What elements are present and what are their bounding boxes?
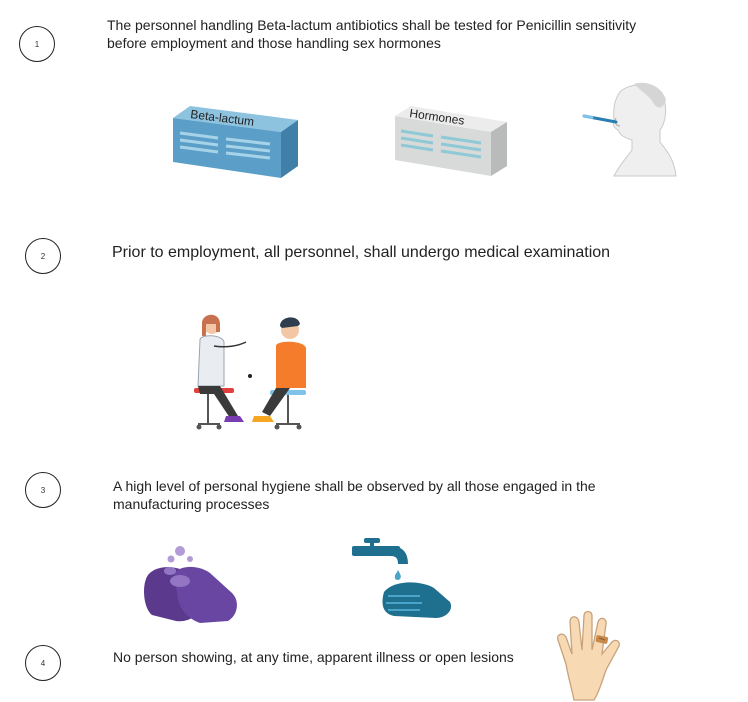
item-number-1: 1 xyxy=(19,26,55,62)
item-text-4: No person showing, at any time, apparent… xyxy=(113,649,514,665)
item-text-2: Prior to employment, all personnel, shal… xyxy=(112,244,611,261)
item-number-3: 3 xyxy=(25,472,61,508)
beta-lactum-box-icon: Beta-lactum xyxy=(173,106,298,178)
item-number-4: 4 xyxy=(25,645,61,681)
medical-exam-icon xyxy=(194,314,306,430)
hand-washing-icon xyxy=(144,546,237,623)
hormones-box-icon: Hormones xyxy=(395,106,507,176)
thermometer-person-icon xyxy=(582,82,677,177)
item-number-2: 2 xyxy=(25,238,61,274)
item-text-1: The personnel handling Beta-lactum antib… xyxy=(107,17,637,51)
faucet-hand-icon xyxy=(352,538,452,618)
item-text-3: A high level of personal hygiene shall b… xyxy=(113,478,596,512)
bandaged-hand-icon xyxy=(557,610,620,701)
